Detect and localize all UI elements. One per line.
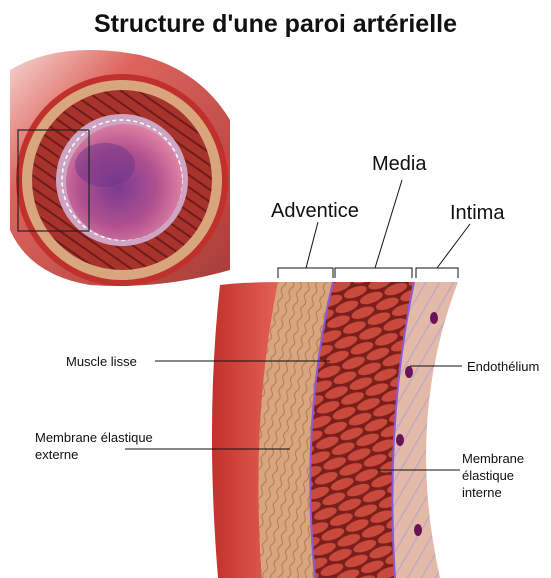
bracket-media [335, 268, 412, 278]
layer-label-adventice: Adventice [271, 200, 359, 222]
label-membrane-externe-line1: Membrane élastique [35, 430, 153, 445]
label-membrane-interne-line2: élastique [462, 468, 514, 483]
endothelial-cell [405, 366, 413, 378]
label-membrane-externe-line2: externe [35, 447, 78, 462]
endothelial-cell [396, 434, 404, 446]
artery-cross-section [10, 50, 230, 286]
layer-brackets [278, 180, 470, 278]
label-membrane-interne-line3: interne [462, 485, 502, 500]
bracket-adventice [278, 268, 333, 278]
layer-label-media: Media [372, 153, 427, 175]
label-endothelium: Endothélium [467, 359, 539, 374]
bracket-intima [416, 268, 458, 278]
layer-label-intima: Intima [450, 202, 505, 224]
endothelial-cell [430, 312, 438, 324]
label-membrane-interne-line1: Membrane [462, 451, 524, 466]
artery-wall-section [212, 282, 458, 578]
endothelial-cell [414, 524, 422, 536]
label-muscle-lisse: Muscle lisse [66, 354, 137, 369]
